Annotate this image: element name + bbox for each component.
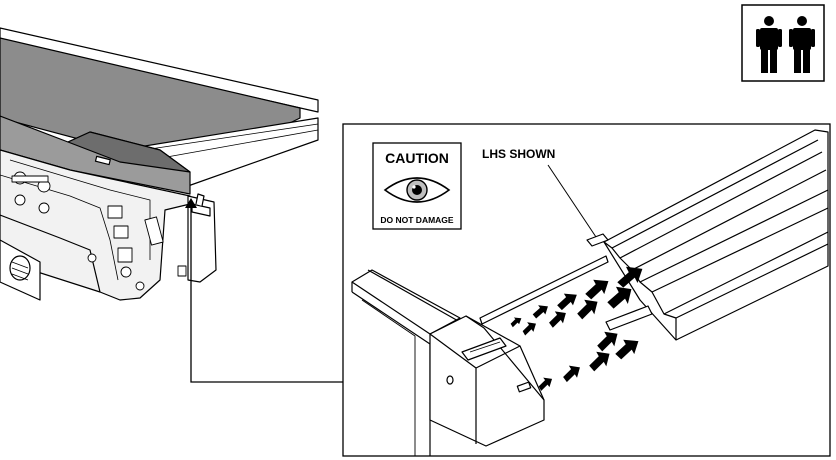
two-person-assembly-icon (742, 5, 824, 81)
treadmill-overview (0, 28, 318, 300)
caution-title: CAUTION (385, 150, 449, 166)
lhs-shown-label: LHS SHOWN (482, 147, 555, 161)
caution-panel: CAUTION DO NOT DAMAGE (373, 143, 461, 229)
caution-footer: DO NOT DAMAGE (380, 215, 454, 225)
